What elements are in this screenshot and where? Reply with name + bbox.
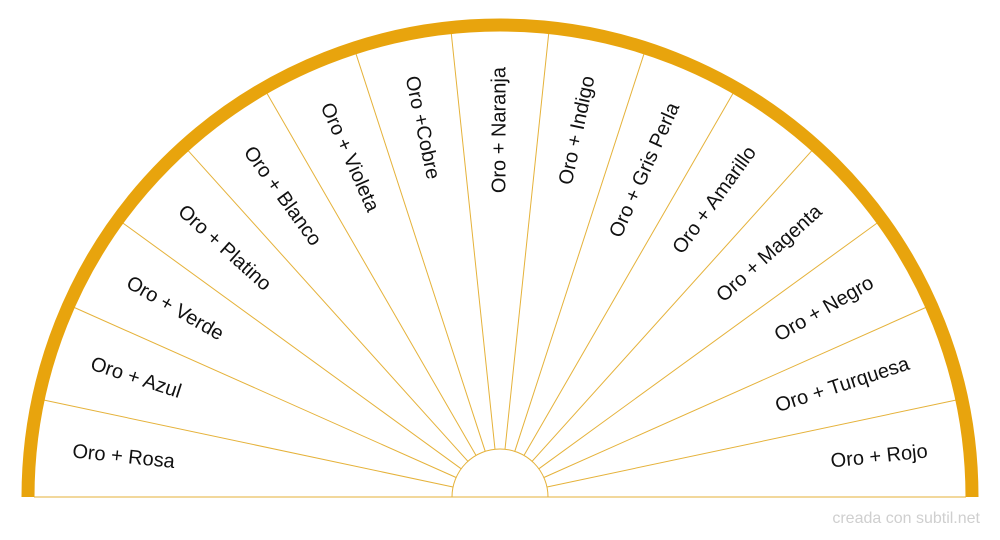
segment-label: Oro + Rojo <box>830 440 929 472</box>
segment-label: Oro + Indigo <box>555 74 600 187</box>
segment-label: Oro + Naranja <box>488 66 510 193</box>
segment-divider <box>355 53 486 452</box>
segment-divider <box>538 222 878 470</box>
segment-label: Oro + Negro <box>771 272 878 346</box>
segment-divider <box>74 307 457 478</box>
segment-label: Oro + Platino <box>174 201 276 296</box>
segment-divider <box>44 399 454 488</box>
segment-divider <box>514 53 645 452</box>
segment-label: Oro + Amarillo <box>668 142 761 258</box>
segment-label: Oro + Magenta <box>712 200 827 307</box>
segment-label: Oro + Rosa <box>71 440 176 473</box>
segment-label: Oro + Verde <box>122 272 227 345</box>
segment-dividers <box>34 33 966 498</box>
segment-divider <box>187 150 469 462</box>
outer-gold-rim <box>21 18 979 498</box>
segment-divider <box>543 307 926 478</box>
segment-divider <box>523 93 734 456</box>
segment-label: Oro + Gris Perla <box>605 99 684 241</box>
segment-label: Oro + Azul <box>88 353 184 403</box>
segment-divider <box>504 33 550 450</box>
segment-divider <box>266 93 477 456</box>
segment-label: Oro + Turquesa <box>773 353 913 417</box>
segment-label: Oro + Violeta <box>316 99 384 216</box>
segment-divider <box>450 33 496 450</box>
center-hub <box>451 448 549 498</box>
segment-label: Oro + Blanco <box>239 142 326 250</box>
segment-divider <box>546 399 956 488</box>
segment-divider <box>531 150 813 462</box>
credit-text: creada con subtil.net <box>832 510 980 527</box>
segment-label: Oro +Cobre <box>401 74 444 181</box>
segment-divider <box>122 222 462 470</box>
